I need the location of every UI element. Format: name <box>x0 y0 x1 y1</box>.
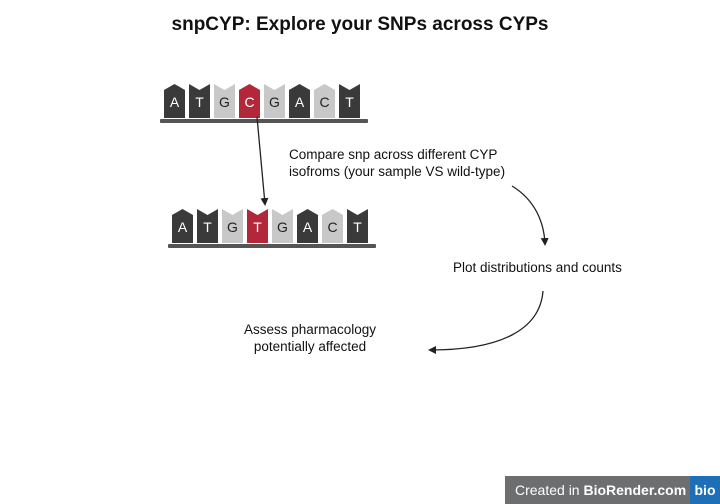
dna-base-letter: A <box>294 94 305 110</box>
compare-note: Compare snp across different CYP isofrom… <box>289 146 505 180</box>
dna-base-letter: A <box>177 219 188 235</box>
dna-base-shape <box>272 209 293 243</box>
dna-base-shape <box>222 209 243 243</box>
dna-base: T <box>189 84 210 118</box>
dna-base: T <box>247 209 268 243</box>
mutation-arrow <box>256 116 269 206</box>
badge-prefix: Created in <box>515 482 584 498</box>
compare-note-line-1: Compare snp across different CYP <box>289 147 498 162</box>
dna-base: A <box>164 84 185 118</box>
dna-base: G <box>264 84 285 118</box>
dna-base-shape <box>197 209 218 243</box>
diagram-title: snpCYP: Explore your SNPs across CYPs <box>171 14 549 35</box>
dna-base-shape <box>347 209 368 243</box>
dna-base: T <box>347 209 368 243</box>
dna-base-shape <box>297 209 318 243</box>
plot-note-text: Plot distributions and counts <box>453 260 622 275</box>
dna-base-shape <box>239 84 260 118</box>
dna-base: A <box>289 84 310 118</box>
plot-to-assess-arrow <box>428 290 544 354</box>
dna-base: T <box>339 84 360 118</box>
dna-base-shape <box>247 209 268 243</box>
dna-base-shape <box>214 84 235 118</box>
dna-base-letter: C <box>319 94 330 110</box>
assess-note: Assess pharmacology potentially affected <box>244 321 376 355</box>
dna-base-shape <box>172 209 193 243</box>
dna-base-letter: A <box>302 219 313 235</box>
dna-base: G <box>272 209 293 243</box>
dna-base: G <box>214 84 235 118</box>
dna-base-letter: G <box>227 219 238 235</box>
dna-base: C <box>239 84 260 118</box>
dna-backbone <box>168 244 376 248</box>
dna-base-letter: G <box>277 219 288 235</box>
dna-base-shape <box>164 84 185 118</box>
dna-base: A <box>297 209 318 243</box>
dna-base: A <box>172 209 193 243</box>
dna-base: C <box>322 209 343 243</box>
compare-note-line-2: isofroms (your sample VS wild-type) <box>289 164 506 179</box>
compare-to-plot-arrow <box>511 185 549 246</box>
dna-base-letter: C <box>244 94 255 110</box>
dna-base: T <box>197 209 218 243</box>
dna-base-letter: T <box>253 219 262 235</box>
biorender-badge[interactable]: Created in BioRender.com bio <box>505 476 720 504</box>
dna-base-letter: T <box>203 219 212 235</box>
plot-note: Plot distributions and counts <box>453 259 622 276</box>
dna-base-shape <box>289 84 310 118</box>
dna-base-shape <box>314 84 335 118</box>
assess-note-line-2: potentially affected <box>253 339 367 354</box>
dna-base-letter: G <box>269 94 280 110</box>
dna-base-shape <box>322 209 343 243</box>
dna-base-shape <box>264 84 285 118</box>
dna-base-letter: T <box>345 94 354 110</box>
dna-base-shape <box>339 84 360 118</box>
badge-brand: BioRender.com <box>583 482 687 498</box>
dna-base: C <box>314 84 335 118</box>
biorender-logo-icon: bio <box>690 476 720 504</box>
dna-base-letter: T <box>353 219 362 235</box>
dna-base-letter: T <box>195 94 204 110</box>
dna-backbone <box>160 119 368 123</box>
dna-base-letter: G <box>219 94 230 110</box>
dna-base: G <box>222 209 243 243</box>
badge-text: Created in BioRender.com <box>505 482 686 498</box>
dna-base-letter: C <box>327 219 338 235</box>
dna-base-letter: A <box>169 94 180 110</box>
dna-base-shape <box>189 84 210 118</box>
assess-note-line-1: Assess pharmacology <box>244 322 377 337</box>
